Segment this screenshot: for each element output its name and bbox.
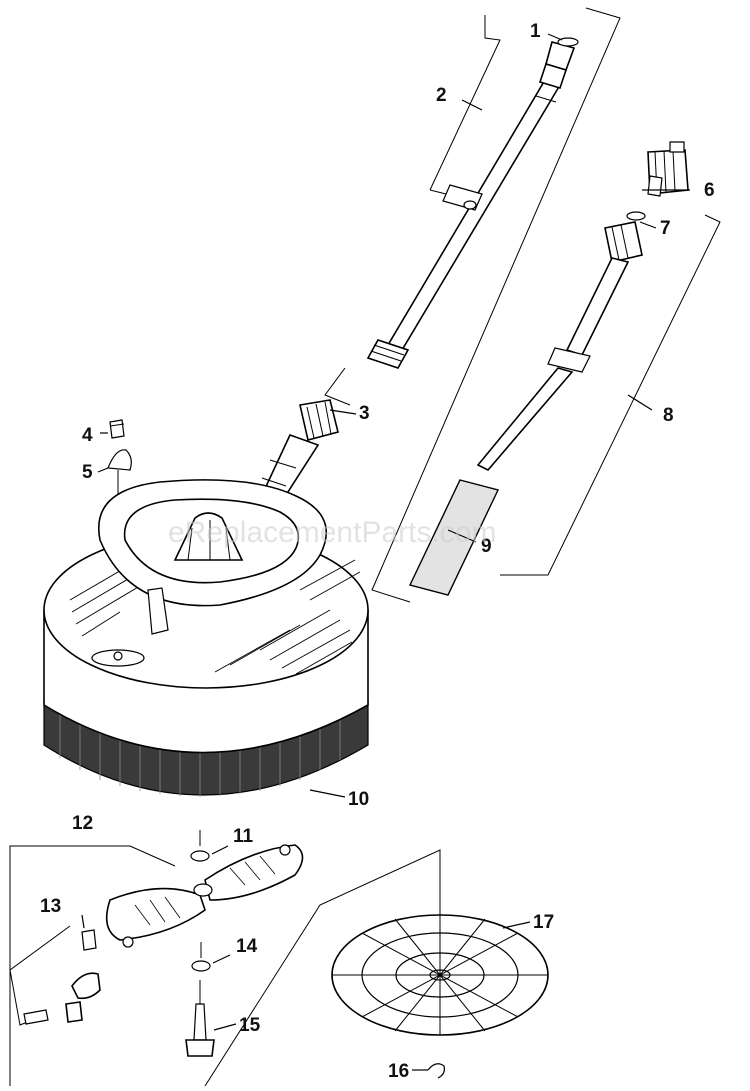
leader-lines <box>81 99 690 1071</box>
part-2-lance-upper <box>366 15 576 369</box>
part-11-washer <box>190 830 210 862</box>
callout-13: 13 <box>40 896 61 917</box>
part-4-screw <box>109 419 125 439</box>
part-12-spray-arm <box>9 844 304 1086</box>
callout-9: 9 <box>481 536 492 557</box>
callout-10: 10 <box>348 789 369 810</box>
callout-8: 8 <box>663 405 674 426</box>
callout-14: 14 <box>236 936 258 957</box>
part-15-shaft <box>185 980 215 1057</box>
part-17-guard-plate <box>204 849 549 1087</box>
part-1-seal <box>547 33 579 47</box>
part-13-nozzle-kit <box>9 925 101 1026</box>
part-7-washer <box>626 211 646 221</box>
callout-7: 7 <box>660 218 671 239</box>
callout-1: 1 <box>530 21 541 42</box>
part-5-cap <box>107 449 132 471</box>
part-9-grip <box>409 479 499 596</box>
callout-15: 15 <box>239 1015 261 1036</box>
callout-12: 12 <box>72 813 93 834</box>
watermark: eReplacementParts.com <box>168 516 496 549</box>
part-3-coupling-nut <box>299 367 351 441</box>
callout-2: 2 <box>436 85 447 106</box>
callout-16: 16 <box>388 1061 409 1082</box>
callout-5: 5 <box>82 462 93 483</box>
part-14-washer <box>191 942 211 972</box>
callout-labels: 1 2 3 4 5 6 7 8 9 10 11 12 13 14 15 16 1… <box>40 21 715 1082</box>
callout-6: 6 <box>704 180 715 201</box>
part-16-clip <box>427 1063 445 1079</box>
callout-3: 3 <box>359 403 370 424</box>
callout-17: 17 <box>533 912 554 933</box>
callout-4: 4 <box>82 425 93 446</box>
callout-11: 11 <box>233 826 254 847</box>
part-6-coupling <box>647 141 689 197</box>
part-10-housing <box>43 479 369 797</box>
